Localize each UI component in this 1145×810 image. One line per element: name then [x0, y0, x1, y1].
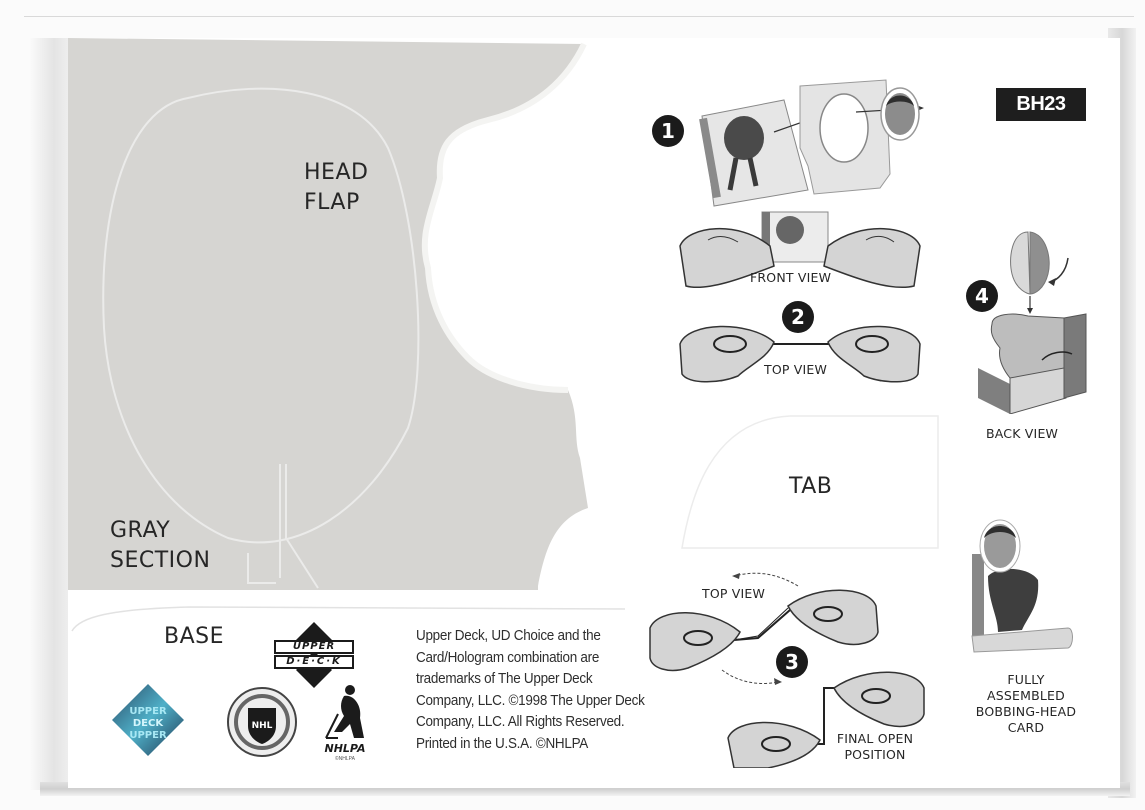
svg-text:NHL: NHL — [252, 721, 273, 731]
step-2-top-view-hands — [679, 325, 921, 383]
legal-line: Printed in the U.S.A. ©NHLPA — [416, 735, 589, 752]
nhlpa-copyright: ©NHLPA — [335, 756, 355, 762]
tab-label: TAB — [789, 474, 833, 499]
svg-text:UPPER: UPPER — [129, 706, 167, 717]
final-open-position-caption: FINAL OPEN POSITION — [820, 731, 930, 763]
step-4-back-view-illustration — [978, 231, 1087, 414]
assembled-line-4: CARD — [1007, 720, 1045, 735]
gray-section-label: GRAY SECTION — [110, 516, 210, 576]
assembled-line-1: FULLY — [1007, 672, 1045, 687]
legal-line: Company, LLC. ©1998 The Upper Deck — [416, 692, 645, 709]
step-2-front-view-hands — [679, 211, 921, 288]
gray-section: HEAD FLAP GRAY SECTION — [68, 38, 588, 608]
top-view-caption-step-3: TOP VIEW — [702, 586, 766, 601]
step-1-illustration — [699, 79, 924, 207]
assembled-line-3: BOBBING-HEAD — [975, 704, 1077, 719]
hockey-player-silhouette-icon — [325, 685, 364, 739]
fully-assembled-caption: FULLY ASSEMBLED BOBBING-HEAD CARD — [964, 672, 1088, 736]
final-open-line-2: POSITION — [844, 747, 906, 762]
step-3-badge: 3 — [776, 646, 808, 678]
nhl-logo-icon: NHL — [227, 687, 297, 757]
nhlpa-logo: NHLPA ©NHLPA — [318, 684, 372, 770]
back-view-caption: BACK VIEW — [986, 426, 1059, 441]
legal-text: Upper Deck, UD Choice and the Card/Holog… — [416, 626, 658, 756]
tab-shape — [681, 415, 939, 549]
upper-deck-logo: UPPER D·E·C·K — [274, 622, 354, 688]
step-2-badge: 2 — [782, 301, 814, 333]
legal-line: Company, LLC. All Rights Reserved. — [416, 714, 625, 731]
gray-section-shape — [68, 38, 588, 590]
step-4-badge: 4 — [966, 280, 998, 312]
upper-deck-hologram-icon: UPPER DECK UPPER — [112, 684, 184, 756]
step-1-badge: 1 — [652, 115, 684, 147]
gray-section-line-2: SECTION — [110, 548, 211, 573]
head-flap-line-1: HEAD — [304, 160, 369, 185]
upper-deck-logo-bottom: D·E·C·K — [274, 655, 354, 669]
holder-left-edge — [30, 38, 70, 790]
svg-text:DECK: DECK — [133, 718, 164, 729]
front-view-caption: FRONT VIEW — [750, 270, 832, 285]
base-label: BASE — [164, 624, 225, 649]
head-flap-line-2: FLAP — [304, 190, 360, 215]
nhlpa-wordmark: NHLPA — [324, 742, 366, 755]
player-head-icon — [880, 87, 920, 141]
legal-line: Upper Deck, UD Choice and the — [416, 628, 601, 644]
assembled-line-2: ASSEMBLED — [987, 688, 1065, 703]
card-holder — [24, 16, 1134, 802]
card-number-badge: BH23 — [996, 88, 1086, 121]
gray-section-line-1: GRAY — [110, 518, 171, 543]
assembled-bobbing-head-card-image — [971, 519, 1073, 653]
trading-card-back: HEAD FLAP GRAY SECTION BASE BH23 1 — [68, 38, 1120, 788]
final-open-line-1: FINAL OPEN — [836, 731, 914, 746]
svg-text:UPPER: UPPER — [129, 730, 167, 741]
legal-line: trademarks of The Upper Deck — [416, 671, 593, 688]
legal-line: Card/Hologram combination are — [416, 649, 600, 666]
base-cut-line — [71, 606, 626, 632]
head-flap-label: HEAD FLAP — [304, 158, 368, 218]
upper-deck-logo-top: UPPER — [274, 640, 354, 654]
top-view-caption-step-2: TOP VIEW — [764, 362, 828, 377]
step-3-illustration — [649, 572, 925, 768]
